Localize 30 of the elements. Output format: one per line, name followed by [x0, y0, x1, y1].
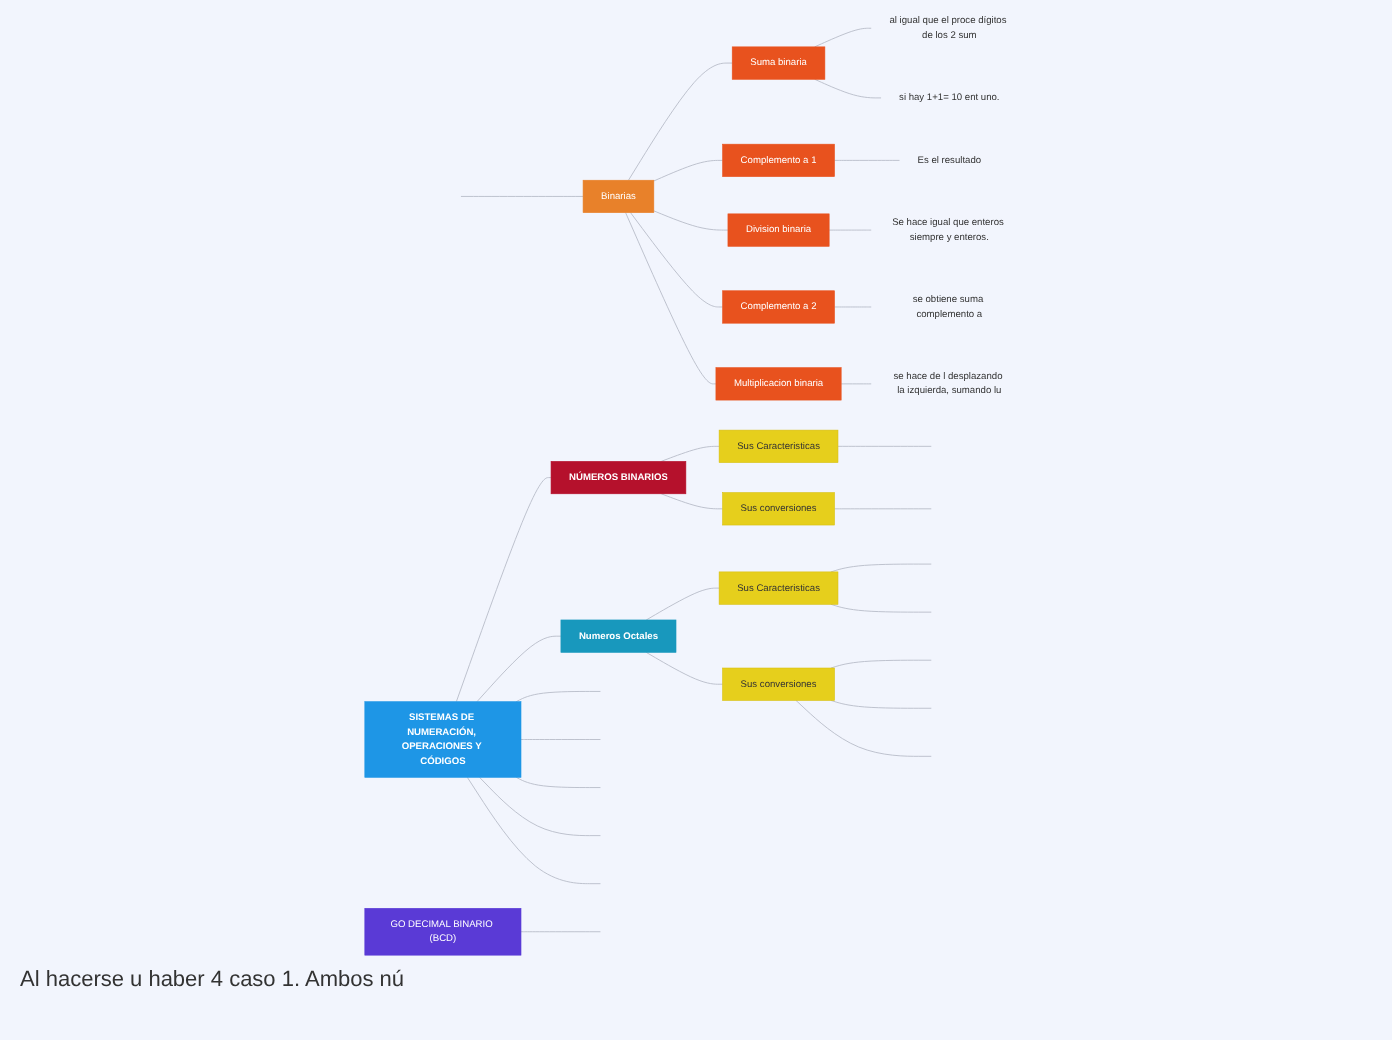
connector — [830, 603, 932, 613]
connector — [833, 159, 900, 161]
connector — [466, 776, 601, 885]
connector — [645, 651, 723, 685]
connector — [625, 212, 717, 385]
connector — [627, 62, 733, 181]
connector — [660, 445, 720, 462]
connector — [653, 159, 723, 182]
connector — [455, 477, 552, 703]
connector — [840, 383, 872, 385]
connector — [515, 776, 601, 788]
connector — [833, 508, 932, 510]
connector — [795, 700, 932, 757]
connector — [520, 739, 601, 740]
connector — [476, 635, 562, 703]
connector — [645, 587, 720, 621]
connector — [830, 700, 932, 709]
note-text: Al hacerse u haber 4 caso 1. Ambos nú — [20, 968, 407, 992]
connector — [814, 27, 872, 48]
connector — [837, 445, 932, 447]
connector — [460, 196, 584, 197]
connector — [629, 212, 723, 308]
connector — [830, 659, 932, 669]
connector — [660, 493, 723, 510]
connector — [814, 78, 882, 99]
connector — [479, 776, 601, 837]
connector — [653, 210, 729, 231]
connector — [515, 691, 601, 703]
connector — [830, 563, 932, 573]
connector — [520, 931, 601, 933]
